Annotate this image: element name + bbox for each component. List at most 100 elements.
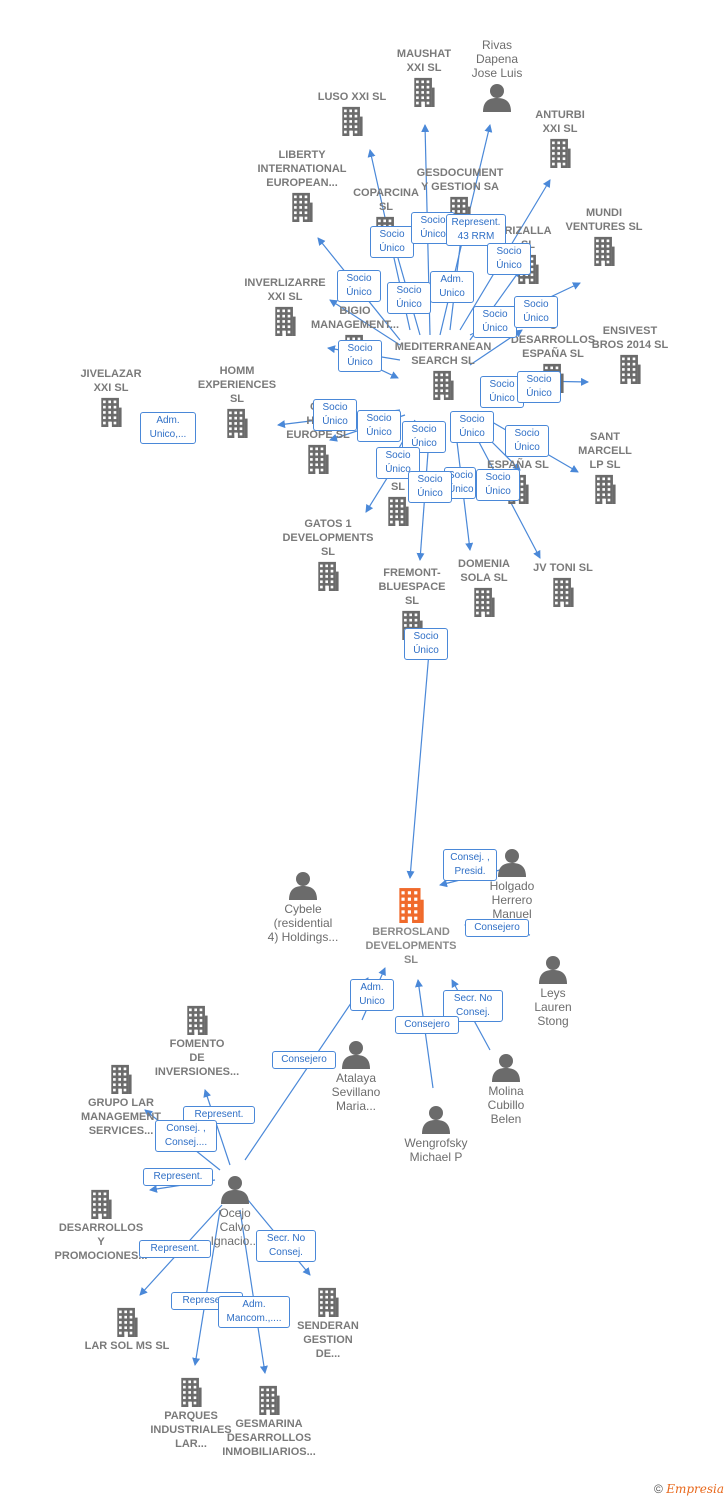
relation-label[interactable]: Consej. , Consej....	[155, 1120, 217, 1152]
building-icon	[553, 577, 574, 607]
company-node-ensivest[interactable]: ENSIVEST BROS 2014 SL	[570, 324, 690, 386]
company-node-liberty[interactable]: LIBERTY INTERNATIONAL EUROPEAN...	[242, 148, 362, 224]
relation-label[interactable]: Represent.	[143, 1168, 213, 1186]
relation-label[interactable]: Socio Único	[338, 340, 382, 372]
company-node-santm[interactable]: SANT MARCELL LP SL	[545, 430, 665, 506]
building-icon	[61, 1064, 181, 1094]
relation-label[interactable]: Socio Único	[487, 243, 531, 275]
node-label: BERROSLAND DEVELOPMENTS SL	[365, 926, 457, 966]
relation-label[interactable]: Socio Único	[473, 306, 517, 338]
person-node-cybele[interactable]: Cybele (residential 4) Holdings...	[243, 868, 363, 944]
building-icon	[181, 1377, 202, 1407]
edge	[192, 1209, 221, 1366]
company-node-maushat[interactable]: MAUSHAT XXI SL	[364, 47, 484, 109]
node-label: Leys Lauren Stong	[534, 986, 572, 1028]
node-label: ENSIVEST BROS 2014 SL	[591, 325, 669, 351]
relation-label[interactable]: Socio Único	[337, 270, 381, 302]
company-node-parques[interactable]: PARQUES INDUSTRIALES LAR...	[131, 1375, 251, 1451]
relation-label[interactable]: Consejero	[395, 1016, 459, 1034]
company-node-jivel[interactable]: JIVELAZAR XXI SL	[51, 367, 171, 429]
person-icon	[452, 847, 572, 877]
person-node-rivas[interactable]: Rivas Dapena Jose Luis	[437, 38, 557, 114]
company-node-homm[interactable]: HOMM EXPERIENCES SL	[177, 364, 297, 440]
node-label: JIVELAZAR XXI SL	[80, 368, 142, 394]
relation-label[interactable]: Adm. Unico	[350, 979, 394, 1011]
company-node-gatos[interactable]: GATOS 1 DEVELOPMENTS SL	[268, 517, 388, 593]
person-icon	[498, 849, 526, 877]
relation-label[interactable]: Socio Único	[476, 469, 520, 501]
relation-label[interactable]: Consejero	[465, 919, 529, 937]
building-icon	[433, 370, 454, 400]
company-node-inverl[interactable]: INVERLIZARRE XXI SL	[225, 276, 345, 338]
relation-label[interactable]: Represent. 43 RRM	[446, 214, 506, 246]
building-icon	[41, 1189, 161, 1219]
relation-label[interactable]: Socio Único	[450, 411, 494, 443]
company-node-op_hea[interactable]: OP HEA EUROPE SL	[258, 400, 378, 476]
building-icon	[258, 444, 378, 474]
person-icon	[422, 1106, 450, 1134]
relation-label[interactable]: Socio Único	[313, 399, 357, 431]
brand-logo[interactable]: Empresia	[666, 1482, 724, 1496]
relation-label[interactable]: Socio Único	[370, 226, 414, 258]
building-icon	[424, 587, 544, 617]
company-node-mundi[interactable]: MUNDI VENTURES SL	[544, 206, 664, 268]
company-node-medit[interactable]: MEDITERRANEAN SEARCH SL	[383, 340, 503, 402]
company-node-domenia[interactable]: DOMENIA SOLA SL	[424, 557, 544, 619]
company-node-desprom[interactable]: DESARROLLOS Y PROMOCIONES...	[41, 1187, 161, 1263]
person-node-molina[interactable]: Molina Cubillo Belen	[446, 1050, 566, 1126]
company-node-gesmarina[interactable]: GESMARINA DESARROLLOS INMOBILIARIOS...	[209, 1383, 329, 1459]
person-node-wengrof[interactable]: Wengrofsky Michael P	[376, 1102, 496, 1164]
person-node-ocejo[interactable]: Ocejo Calvo Ignacio...	[175, 1172, 295, 1248]
relation-label[interactable]: Adm. Mancom.,....	[218, 1296, 290, 1328]
relation-label[interactable]: Secr. No Consej.	[256, 1230, 316, 1262]
company-node-grupolar[interactable]: GRUPO LAR MANAGEMENT SERVICES...	[61, 1062, 181, 1138]
node-label: GRUPO LAR MANAGEMENT SERVICES...	[80, 1097, 162, 1137]
edge	[415, 979, 434, 1089]
relation-label[interactable]: Socio Único	[376, 447, 420, 479]
node-label: PARQUES INDUSTRIALES LAR...	[150, 1410, 232, 1450]
relation-label[interactable]: Socio Único	[387, 282, 431, 314]
node-label: Rivas Dapena Jose Luis	[471, 38, 523, 80]
relation-label[interactable]: Represent.	[183, 1106, 255, 1124]
building-icon	[351, 887, 471, 923]
relation-label[interactable]: Socio Único	[505, 425, 549, 457]
person-node-leys[interactable]: Leys Lauren Stong	[493, 952, 613, 1028]
company-node-berro[interactable]: BERROSLAND DEVELOPMENTS SL	[351, 885, 471, 967]
relation-label[interactable]: Socio Único	[404, 628, 448, 660]
company-node-jvtoni[interactable]: JV TONI SL	[503, 561, 623, 609]
company-node-anturbi[interactable]: ANTURBI XXI SL	[500, 108, 620, 170]
company-node-senderan[interactable]: SENDERAN GESTION DE...	[268, 1285, 388, 1361]
building-icon	[187, 1005, 208, 1035]
relation-label[interactable]: Socio Único	[357, 410, 401, 442]
node-label: LUSO XXI SL	[317, 91, 387, 103]
person-node-atalaya[interactable]: Atalaya Sevillano Maria...	[296, 1037, 416, 1113]
node-label: Atalaya Sevillano Maria...	[331, 1071, 381, 1113]
relation-label[interactable]: Socio Único	[514, 296, 558, 328]
node-label: MAUSHAT XXI SL	[396, 48, 452, 74]
building-icon	[268, 1287, 388, 1317]
building-icon	[131, 1377, 251, 1407]
relation-label[interactable]: Consej. , Presid.	[443, 849, 497, 881]
person-icon	[446, 1052, 566, 1082]
building-icon	[388, 496, 409, 526]
relation-label[interactable]: Adm. Unico	[430, 271, 474, 303]
node-label: Wengrofsky Michael P	[404, 1136, 468, 1164]
relation-label[interactable]: Adm. Unico,...	[140, 412, 196, 444]
relation-label[interactable]: Represent.	[139, 1240, 211, 1258]
node-label: JV TONI SL	[533, 562, 593, 574]
building-icon	[137, 1005, 257, 1035]
company-node-fomento[interactable]: FOMENTO DE INVERSIONES...	[137, 1003, 257, 1079]
company-node-larsol[interactable]: LAR SOL MS SL	[67, 1305, 187, 1353]
building-icon	[292, 192, 313, 222]
relation-label[interactable]: Socio Único	[408, 471, 452, 503]
building-icon	[594, 236, 615, 266]
person-icon	[342, 1041, 370, 1069]
company-node-luso[interactable]: LUSO XXI SL	[292, 90, 412, 138]
person-node-holgado[interactable]: Holgado Herrero Manuel	[452, 845, 572, 921]
relation-label[interactable]: Socio Único	[480, 376, 524, 408]
relation-label[interactable]: Consejero	[272, 1051, 336, 1069]
edge	[329, 299, 401, 346]
person-icon	[483, 84, 511, 112]
node-label: GATOS 1 DEVELOPMENTS SL	[282, 518, 374, 558]
relation-label[interactable]: Socio Único	[517, 371, 561, 403]
